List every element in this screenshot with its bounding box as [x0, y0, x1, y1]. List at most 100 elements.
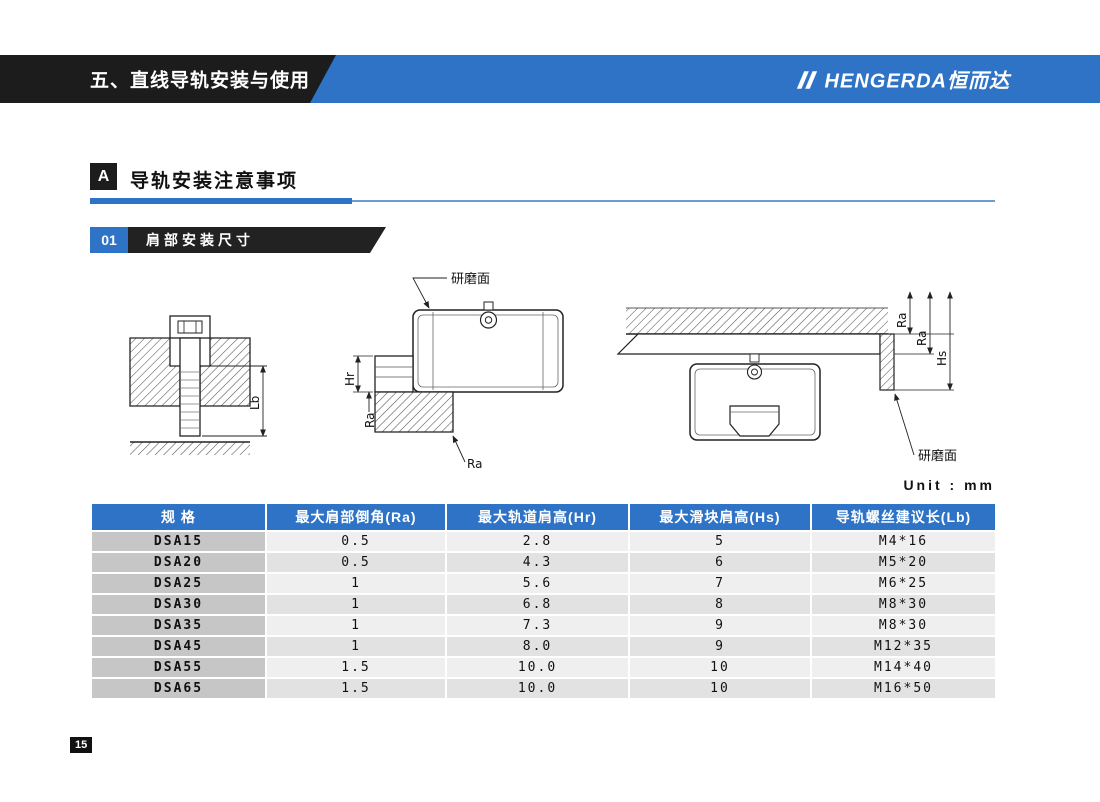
- col-header-hr: 最大轨道肩高(Hr): [445, 502, 630, 532]
- value-cell: 5: [628, 530, 812, 553]
- page-header-bar: 五、直线导轨安装与使用 HENGERDA恒而达: [0, 55, 1100, 103]
- col-header-ra: 最大肩部倒角(Ra): [265, 502, 447, 532]
- value-cell: M14*40: [810, 656, 997, 679]
- shoulder-strip-hatch: [879, 333, 895, 391]
- header-accent-band: [310, 55, 1100, 103]
- value-cell: 10.0: [445, 656, 630, 679]
- value-cell: 1: [265, 614, 447, 637]
- clamp-right: [199, 337, 251, 407]
- spec-table: 规 格 最大肩部倒角(Ra) 最大轨道肩高(Hr) 最大滑块肩高(Hs) 导轨螺…: [90, 502, 997, 700]
- dim-ra-side-label: Ra: [363, 413, 377, 428]
- value-cell: 1: [265, 593, 447, 616]
- value-cell: 7: [628, 572, 812, 595]
- dim-ra-bottom-leader: [452, 435, 466, 463]
- value-cell: M5*20: [810, 551, 997, 574]
- section-title: 导轨安装注意事项: [130, 171, 299, 192]
- mounting-surface-hatch: [626, 308, 888, 334]
- spec-cell: DSA20: [90, 551, 267, 574]
- dim-ra-bottom-label: Ra: [467, 457, 482, 471]
- dim-hs-label: Hs: [935, 351, 949, 366]
- section-underline-thin: [352, 200, 995, 202]
- value-cell: 10.0: [445, 677, 630, 700]
- col-header-spec: 规 格: [90, 502, 267, 532]
- value-cell: 1.5: [265, 656, 447, 679]
- value-cell: 1: [265, 635, 447, 658]
- grinding-leader: [412, 277, 447, 309]
- page-number: 15: [70, 737, 93, 753]
- dim-lb-label: Lb: [248, 396, 262, 410]
- grinding-leader: [894, 393, 915, 456]
- col-header-lb: 导轨螺丝建议长(Lb): [810, 502, 997, 532]
- grinding-surface-label: 研磨面: [451, 272, 490, 287]
- table-header-row: 规 格 最大肩部倒角(Ra) 最大轨道肩高(Hr) 最大滑块肩高(Hs) 导轨螺…: [90, 502, 997, 532]
- page-title: 五、直线导轨安装与使用: [90, 70, 311, 92]
- value-cell: M4*16: [810, 530, 997, 553]
- fig2-drawing: 研磨面 Hr Ra Ra: [343, 272, 564, 471]
- value-cell: 6.8: [445, 593, 630, 616]
- rail-end: [374, 355, 414, 393]
- value-cell: M6*25: [810, 572, 997, 595]
- grease-nipple: [483, 301, 494, 311]
- spec-cell: DSA65: [90, 677, 267, 700]
- unit-note: Unit : mm: [903, 477, 995, 493]
- value-cell: M12*35: [810, 635, 997, 658]
- value-cell: M16*50: [810, 677, 997, 700]
- dim-hr-label: Hr: [343, 372, 357, 386]
- value-cell: 9: [628, 635, 812, 658]
- carriage-block: [689, 363, 821, 441]
- brand-name: HENGERDA恒而达: [824, 70, 1010, 93]
- fig3-drawing: Ra Ra Hs 研磨面: [616, 291, 957, 464]
- bolt-shaft: [179, 337, 201, 437]
- spec-cell: DSA30: [90, 593, 267, 616]
- section-badge: A: [90, 163, 117, 190]
- fig1-drawing: Lb: [129, 315, 267, 455]
- value-cell: 4.3: [445, 551, 630, 574]
- grinding-surface-label: 研磨面: [918, 449, 957, 464]
- col-header-hs: 最大滑块肩高(Hs): [628, 502, 812, 532]
- rail-profile: [729, 405, 780, 437]
- dim-lb: [202, 365, 267, 437]
- spec-cell: DSA45: [90, 635, 267, 658]
- subsection-number: 01: [90, 227, 128, 253]
- ground-hatch: [130, 442, 250, 455]
- value-cell: 1.5: [265, 677, 447, 700]
- dim-ra2-label: Ra: [915, 331, 929, 346]
- clamp-left: [129, 337, 181, 407]
- spec-cell: DSA25: [90, 572, 267, 595]
- value-cell: 2.8: [445, 530, 630, 553]
- grease-nipple: [749, 353, 760, 363]
- figure-front-section: Ra Ra Hs 研磨面: [616, 291, 957, 464]
- value-cell: 1: [265, 572, 447, 595]
- spec-cell: DSA35: [90, 614, 267, 637]
- spec-cell: DSA15: [90, 530, 267, 553]
- value-cell: 0.5: [265, 530, 447, 553]
- table-plate: [616, 333, 881, 355]
- value-cell: M8*30: [810, 614, 997, 637]
- subsection-title: 肩部安装尺寸: [128, 227, 386, 253]
- spec-cell: DSA55: [90, 656, 267, 679]
- value-cell: 10: [628, 656, 812, 679]
- brand-logo-icon: [796, 70, 817, 89]
- value-cell: 0.5: [265, 551, 447, 574]
- value-cell: 8.0: [445, 635, 630, 658]
- figure-side-view: 研磨面 Hr Ra Ra: [343, 272, 564, 471]
- value-cell: 10: [628, 677, 812, 700]
- value-cell: 8: [628, 593, 812, 616]
- figure-bolt-section: Lb: [129, 315, 267, 455]
- value-cell: 5.6: [445, 572, 630, 595]
- section-underline-thick: [90, 198, 352, 204]
- shoulder-hatch: [374, 391, 454, 433]
- value-cell: 6: [628, 551, 812, 574]
- value-cell: 9: [628, 614, 812, 637]
- value-cell: 7.3: [445, 614, 630, 637]
